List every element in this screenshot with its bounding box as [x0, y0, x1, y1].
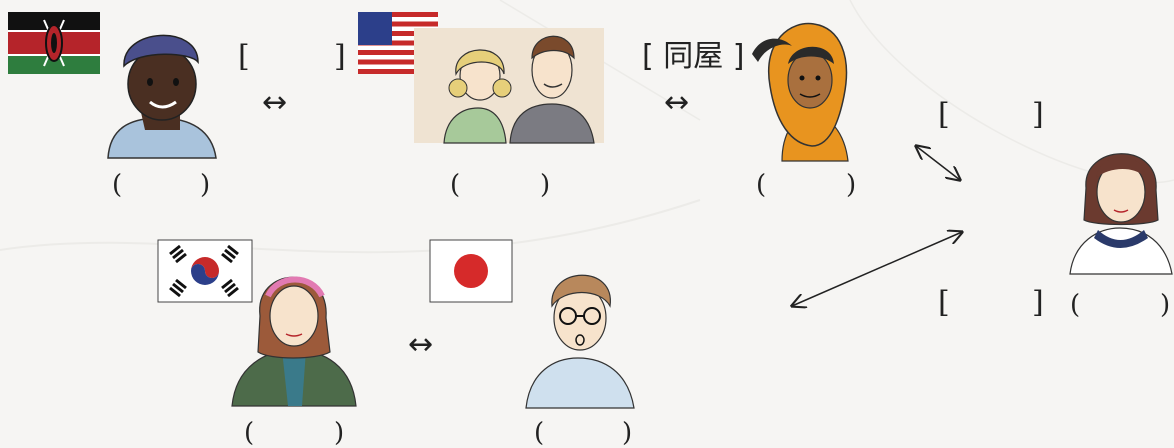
korea-flag-icon [157, 239, 253, 303]
woman-with-orange-hood-figure [752, 22, 849, 162]
relation-blank-open: [ [238, 39, 250, 74]
answer-paren-open-1: ( [112, 170, 123, 200]
answer-paren-open-2: ( [450, 170, 461, 200]
man-with-beanie-figure [107, 34, 217, 159]
answer-paren-open-4: ( [1070, 290, 1081, 320]
relation-blank-open-right-bottom: [ [938, 285, 950, 320]
relation-blank-close-right-bottom: ] [1032, 285, 1044, 320]
answer-paren-open-5: ( [244, 418, 255, 448]
arrow-hood-to-bob [916, 146, 960, 180]
arrow-1: ↔ [262, 85, 288, 120]
answer-paren-open-3: ( [756, 170, 767, 200]
answer-paren-close-5: ) [334, 418, 345, 448]
couple-figure [414, 28, 604, 144]
woman-with-headband-figure [231, 276, 357, 407]
kenya-flag-icon [8, 12, 100, 74]
answer-paren-close-2: ) [540, 170, 551, 200]
answer-paren-close-1: ) [200, 170, 211, 200]
woman-with-bob-hair-figure [1069, 153, 1173, 275]
relation-blank-close: ] [334, 39, 346, 74]
arrow-3: ↔ [408, 327, 434, 362]
answer-paren-close-6: ) [622, 418, 633, 448]
man-with-glasses-figure [525, 274, 635, 409]
arrow-2: ↔ [664, 85, 690, 120]
japan-flag-icon [429, 239, 513, 303]
answer-paren-close-4: ) [1160, 290, 1171, 320]
arrow-bob-to-glasses [792, 232, 962, 306]
answer-paren-open-6: ( [534, 418, 545, 448]
relation-blank-close-right-top: ] [1032, 97, 1044, 132]
relation-blank-open-right-top: [ [938, 97, 950, 132]
answer-paren-close-3: ) [846, 170, 857, 200]
relation-label-roommate: [ 同屋 ] [642, 39, 745, 74]
